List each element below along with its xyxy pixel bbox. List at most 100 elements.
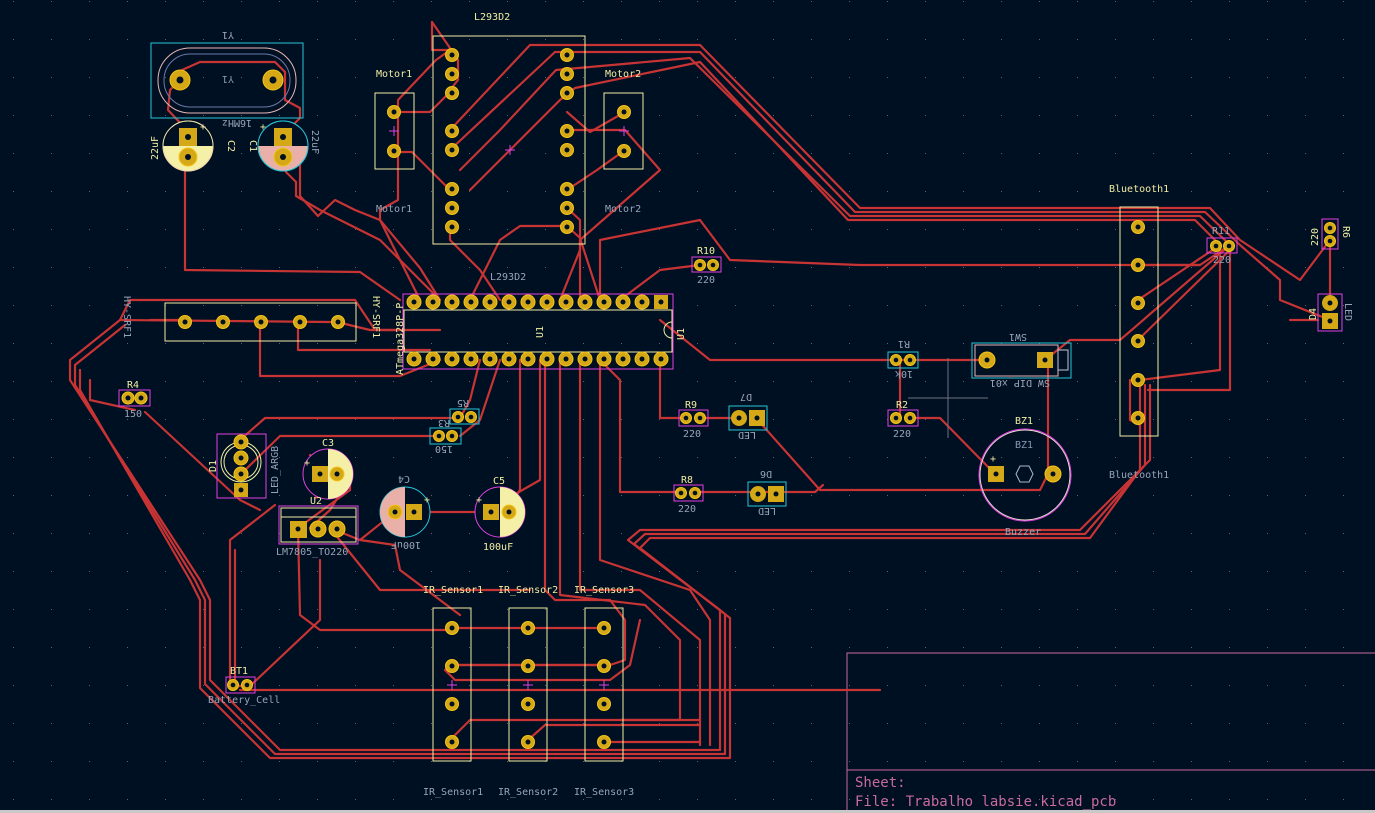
sheet-label: Sheet: [855, 775, 906, 791]
component-r4[interactable]: R4 150 [118, 380, 151, 420]
component-ir-sensor3[interactable]: IR_Sensor3 IR_Sensor3 [574, 585, 634, 798]
hy-ref: HY-SRF1 [370, 296, 381, 338]
d1-ref: D1 [208, 460, 219, 472]
drill-hole [544, 356, 550, 362]
drill-hole [639, 356, 645, 362]
sw1-value: SW_DIP_x01 [990, 377, 1050, 388]
motor1-value: Motor1 [376, 204, 412, 215]
r5-ref: R5 [457, 397, 469, 408]
plus-marker: + [260, 122, 266, 133]
drill-hole [601, 299, 607, 305]
drill-hole [411, 299, 417, 305]
component-r1[interactable]: R1 10k [887, 338, 919, 379]
u1-ref: U1 [535, 326, 546, 338]
plus-marker: + [990, 454, 996, 465]
drill-hole [506, 356, 512, 362]
drill-hole [449, 356, 455, 362]
component-motor1[interactable]: Motor1 Motor1 [374, 69, 415, 215]
r6-ref: R6 [1340, 226, 1351, 238]
component-c3[interactable]: C3 + [302, 438, 354, 500]
r9-ref: R9 [685, 400, 697, 411]
component-hy-srf1[interactable]: HY-SRF1 HY-SRF1 [121, 296, 381, 342]
component-r10[interactable]: R10 220 [691, 246, 722, 286]
component-ir-sensor1[interactable]: IR_Sensor1 IR_Sensor1 [423, 585, 483, 798]
drill-hole [468, 299, 474, 305]
component-d7[interactable]: D7 LED [728, 391, 768, 440]
c2-value: 22uF [150, 136, 161, 160]
component-r6[interactable]: 220 R6 [1310, 218, 1351, 250]
d6-value: LED [758, 505, 776, 516]
component-c2[interactable]: + 22uF C2 [150, 120, 236, 172]
r10-value: 220 [697, 275, 715, 286]
r10-ref: R10 [697, 246, 715, 257]
l293-pads-right [560, 48, 574, 234]
component-y1[interactable]: Y1 Y1 16MHz [150, 29, 304, 128]
ir2-ref: IR_Sensor2 [498, 585, 558, 596]
component-d1[interactable]: D1 LED_ARGB [208, 433, 281, 499]
component-l293d2[interactable]: L293D2 [432, 12, 586, 245]
component-u2[interactable]: U2 LM7805_TO220 [276, 496, 359, 558]
drill-hole [620, 356, 626, 362]
hy-value: HY-SRF1 [121, 296, 132, 338]
component-bt1[interactable]: BT1 Battery_Cell [208, 666, 280, 706]
component-r5[interactable]: R5 [449, 397, 480, 425]
drill-hole [411, 356, 417, 362]
bz1-ref: BZ1 [1015, 416, 1033, 427]
tracks [68, 20, 1332, 760]
r8-ref: R8 [681, 475, 693, 486]
component-sw1[interactable]: SW1 SW_DIP_x01 [971, 331, 1072, 388]
d1-value: LED_ARGB [270, 446, 281, 494]
d7-ref: D7 [740, 391, 752, 402]
ir1-value: IR_Sensor1 [423, 787, 483, 798]
drill-hole [506, 299, 512, 305]
component-r8[interactable]: R8 220 [673, 475, 704, 515]
component-c1[interactable]: + C1 22uF [247, 120, 320, 172]
component-d4[interactable]: D4 LED [1308, 293, 1353, 332]
l293-pads-left [445, 48, 459, 234]
drill-hole [525, 356, 531, 362]
component-d6[interactable]: D6 LED [747, 468, 787, 516]
bz1-value: Buzzer [1005, 527, 1041, 538]
r6-value: 220 [1310, 228, 1321, 246]
c1-value: 22uF [309, 130, 320, 154]
drill-hole [658, 356, 664, 362]
drill-hole [601, 356, 607, 362]
component-r11[interactable]: R11 220 [1206, 226, 1238, 266]
d4-value: LED [1342, 303, 1353, 321]
c3-ref: C3 [322, 438, 334, 449]
bt1-ref: BT1 [230, 666, 248, 677]
r4-value: 150 [124, 409, 142, 420]
c5-ref: C5 [493, 476, 505, 487]
motor2-value: Motor2 [605, 204, 641, 215]
l293-ref: L293D2 [474, 12, 510, 23]
r8-value: 220 [678, 504, 696, 515]
component-u1[interactable]: L293D2 U1 U1 ATmega328P-P [395, 272, 687, 375]
component-ir-sensor2[interactable]: IR_Sensor2 IR_Sensor2 [498, 585, 558, 798]
d6-ref: D6 [760, 468, 772, 479]
drill-hole [544, 299, 550, 305]
component-motor2[interactable]: Motor2 Motor2 [603, 69, 644, 215]
drill-hole [487, 299, 493, 305]
drill-hole [582, 356, 588, 362]
component-r9[interactable]: R9 220 [678, 400, 709, 440]
u1-ref-2: U1 [676, 328, 687, 340]
bt-ref: Bluetooth1 [1109, 184, 1169, 195]
component-c4[interactable]: C4 + 100uF [379, 473, 431, 550]
drill-hole [487, 356, 493, 362]
drill-hole [658, 299, 664, 305]
c2-ref: C2 [225, 140, 236, 152]
ir2-value: IR_Sensor2 [498, 787, 558, 798]
component-bz1[interactable]: BZ1 BZ1 + Buzzer [978, 416, 1072, 538]
r1-ref: R1 [898, 338, 910, 349]
component-bluetooth1[interactable]: Bluetooth1 Bluetooth1 [1109, 184, 1169, 481]
r3-value: 150 [435, 443, 453, 454]
component-c5[interactable]: C5 + 100uF [474, 476, 526, 553]
drill-hole [525, 299, 531, 305]
component-r2[interactable]: R2 220 [887, 400, 919, 440]
y1-ref: Y1 [222, 29, 234, 40]
component-r3[interactable]: R3 150 [429, 417, 462, 454]
drill-hole [430, 299, 436, 305]
plus-marker: + [424, 495, 430, 506]
r11-ref: R11 [1212, 226, 1230, 237]
